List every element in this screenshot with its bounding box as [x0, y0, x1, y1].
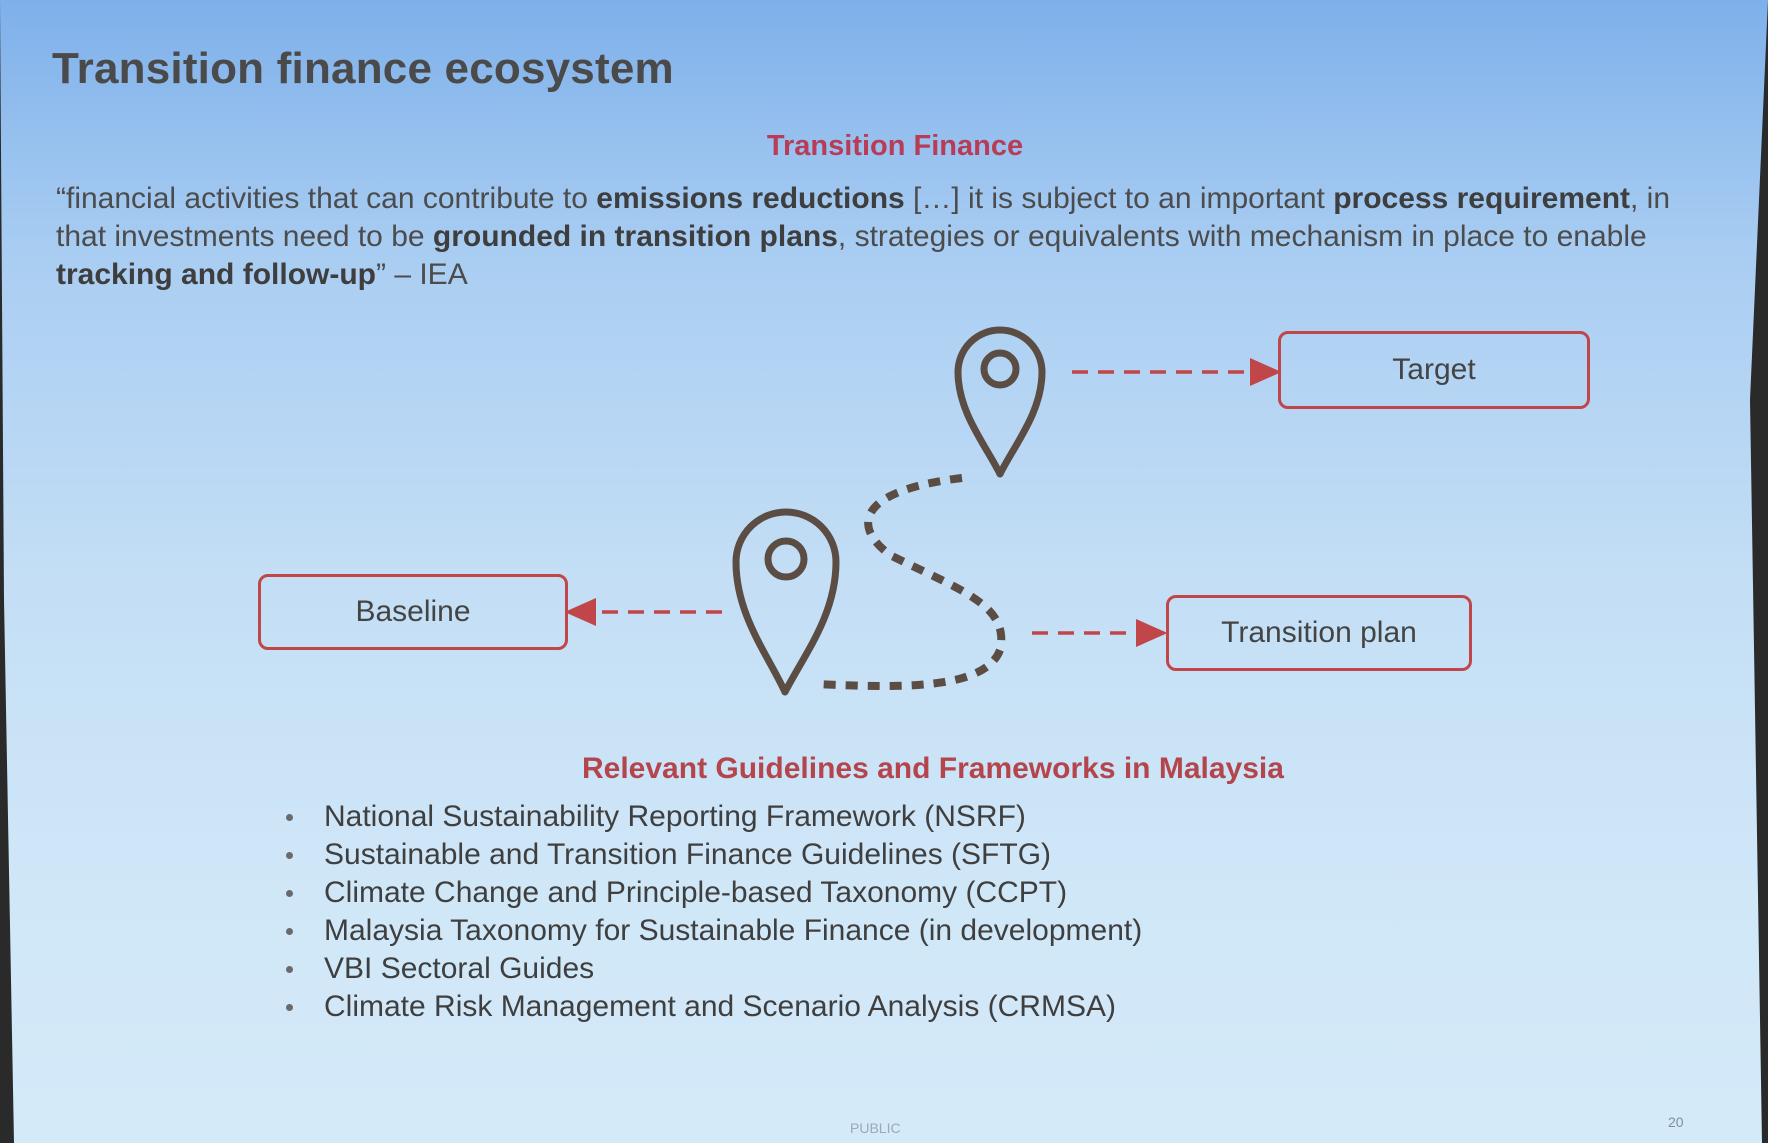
list-item: Climate Change and Principle-based Taxon…: [282, 874, 1142, 912]
list-item: Sustainable and Transition Finance Guide…: [282, 836, 1142, 874]
bullet: [286, 1004, 293, 1011]
guidelines-heading: Relevant Guidelines and Frameworks in Ma…: [582, 752, 1284, 785]
list-item-label: Sustainable and Transition Finance Guide…: [324, 838, 1052, 871]
quote-text: , in that investments need to be: [56, 182, 1671, 253]
list-item-label: VBI Sectoral Guides: [324, 952, 595, 985]
baseline-box: Baseline: [258, 574, 568, 650]
quote-emphasis: tracking and follow-up: [56, 258, 376, 291]
location-pin-icon: [954, 326, 1046, 478]
quote-text: ” – IEA: [376, 258, 468, 291]
quote-text: […] it is subject to an important: [904, 182, 1334, 215]
quote-emphasis: process requirement: [1333, 182, 1631, 215]
section-subtitle: Transition Finance: [766, 130, 1024, 162]
classification-label: PUBLIC: [850, 1120, 901, 1136]
bullet: [286, 928, 293, 935]
list-item: VBI Sectoral Guides: [282, 950, 1142, 988]
quote-emphasis: grounded in transition plans: [432, 220, 838, 253]
list-item-label: Climate Change and Principle-based Taxon…: [324, 876, 1068, 909]
bullet: [286, 890, 293, 897]
list-item: National Sustainability Reporting Framew…: [282, 798, 1142, 836]
page-title: Transition finance ecosystem: [52, 44, 674, 93]
list-item: Climate Risk Management and Scenario Ana…: [282, 988, 1142, 1026]
transition-plan-box: Transition plan: [1166, 595, 1472, 671]
dotted-route: [814, 474, 1006, 691]
target-box: Target: [1278, 331, 1590, 409]
list-item-label: Climate Risk Management and Scenario Ana…: [324, 990, 1116, 1023]
list-item-label: National Sustainability Reporting Framew…: [324, 800, 1026, 833]
quote-text: “financial activities that can contribut…: [56, 182, 597, 215]
iea-quote: “financial activities that can contribut…: [56, 180, 1676, 294]
guidelines-list: National Sustainability Reporting Framew…: [282, 798, 1142, 1026]
page-number: 20: [1668, 1114, 1684, 1130]
bullet: [286, 814, 293, 821]
quote-text: , strategies or equivalents with mechani…: [837, 220, 1647, 253]
quote-emphasis: emissions reductions: [596, 182, 905, 215]
location-pin-icon: [732, 508, 840, 696]
bullet: [286, 852, 293, 859]
list-item: Malaysia Taxonomy for Sustainable Financ…: [282, 912, 1142, 950]
bullet: [286, 966, 293, 973]
list-item-label: Malaysia Taxonomy for Sustainable Financ…: [324, 914, 1143, 947]
